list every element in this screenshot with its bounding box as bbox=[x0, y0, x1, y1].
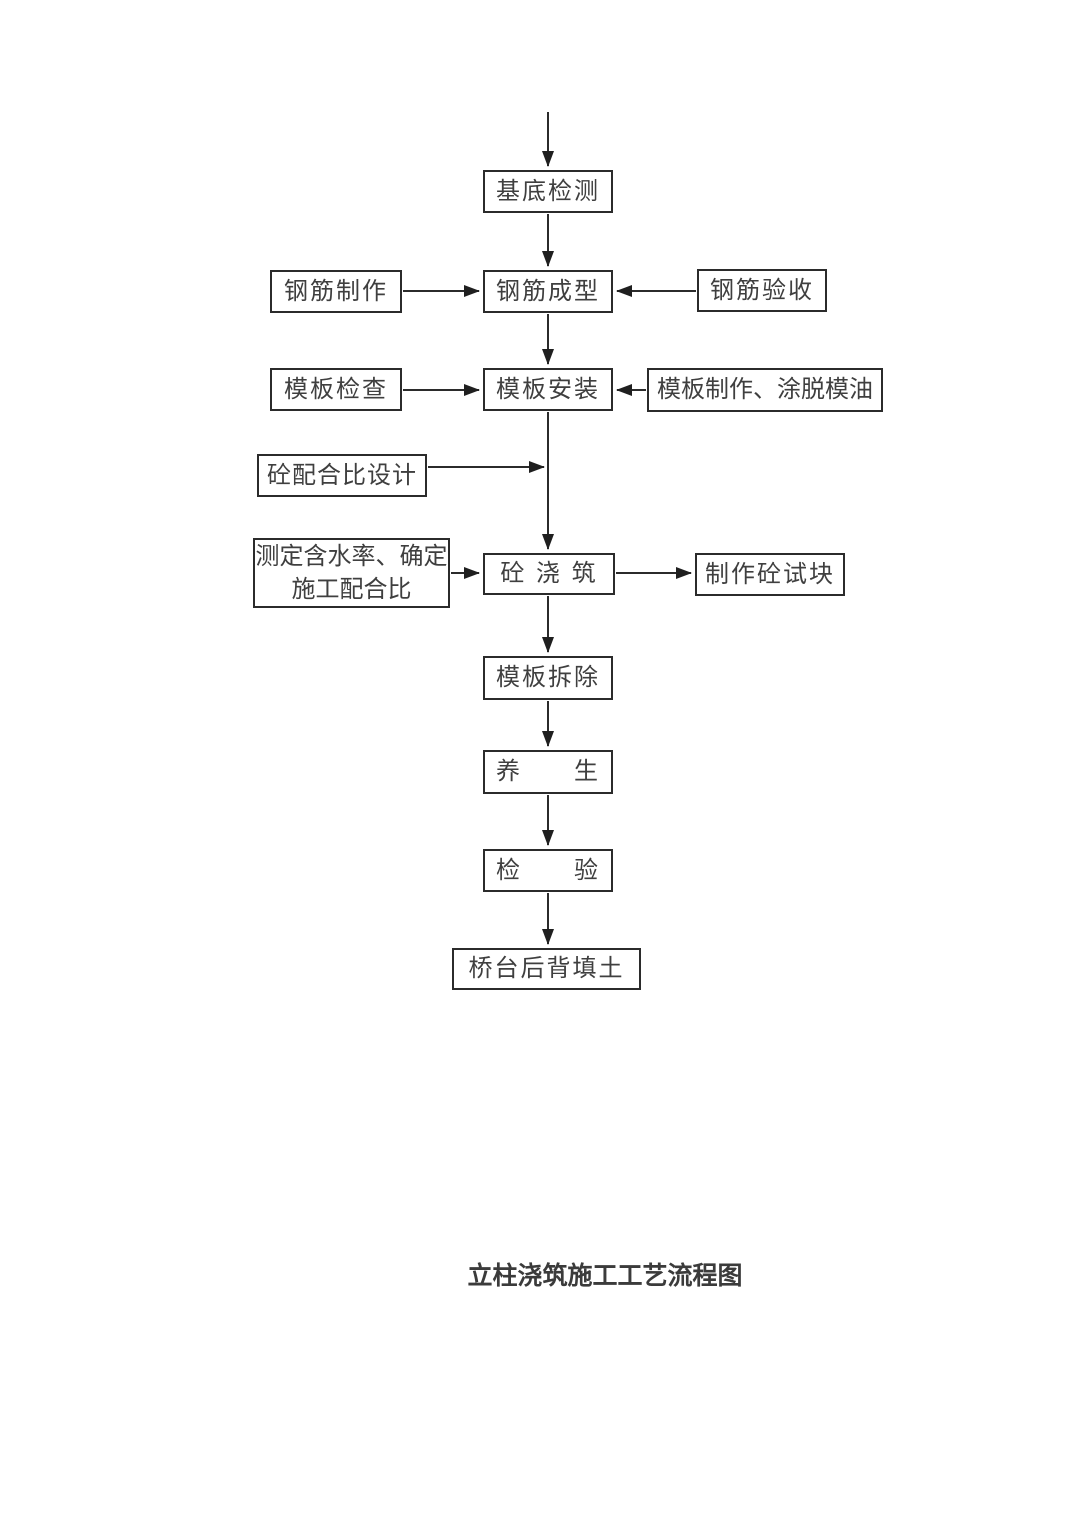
node-rebar-acceptance: 钢筋验收 bbox=[697, 269, 827, 312]
node-concrete-pouring: 砼 浇 筑 bbox=[483, 553, 615, 595]
node-moisture-determination: 测定含水率、确定 施工配合比 bbox=[253, 538, 450, 608]
node-rebar-acceptance-label: 钢筋验收 bbox=[710, 275, 814, 304]
node-inspection: 检 验 bbox=[483, 849, 613, 892]
node-inspection-label: 检 验 bbox=[496, 855, 600, 884]
node-base-inspection: 基底检测 bbox=[483, 170, 613, 213]
node-mix-design: 砼配合比设计 bbox=[257, 454, 427, 497]
node-rebar-forming: 钢筋成型 bbox=[483, 270, 613, 313]
node-abutment-backfill-label: 桥台后背填土 bbox=[468, 954, 625, 983]
node-formwork-installation: 模板安装 bbox=[483, 368, 613, 411]
node-base-inspection-label: 基底检测 bbox=[496, 176, 600, 205]
node-moisture-determination-line2: 施工配合比 bbox=[291, 575, 412, 603]
node-formwork-removal: 模板拆除 bbox=[483, 656, 613, 700]
node-formwork-inspection: 模板检查 bbox=[270, 368, 402, 411]
node-curing-label: 养 生 bbox=[496, 757, 600, 786]
node-moisture-determination-line1: 测定含水率、确定 bbox=[255, 542, 448, 570]
node-formwork-fabrication-oiling-label: 模板制作、涂脱模油 bbox=[657, 375, 873, 404]
node-rebar-fabrication-label: 钢筋制作 bbox=[284, 276, 388, 305]
diagram-caption: 立柱浇筑施工工艺流程图 bbox=[467, 1261, 743, 1290]
node-rebar-fabrication: 钢筋制作 bbox=[270, 270, 402, 313]
node-abutment-backfill: 桥台后背填土 bbox=[452, 948, 641, 990]
node-test-block-making-label: 制作砼试块 bbox=[705, 559, 835, 588]
node-formwork-inspection-label: 模板检查 bbox=[284, 374, 388, 403]
node-formwork-fabrication-oiling: 模板制作、涂脱模油 bbox=[647, 368, 883, 412]
node-formwork-removal-label: 模板拆除 bbox=[496, 663, 600, 692]
node-curing: 养 生 bbox=[483, 750, 613, 794]
node-rebar-forming-label: 钢筋成型 bbox=[496, 276, 600, 305]
node-test-block-making: 制作砼试块 bbox=[695, 553, 845, 596]
node-concrete-pouring-label: 砼 浇 筑 bbox=[500, 559, 598, 588]
node-mix-design-label: 砼配合比设计 bbox=[267, 460, 417, 489]
node-formwork-installation-label: 模板安装 bbox=[496, 374, 600, 403]
